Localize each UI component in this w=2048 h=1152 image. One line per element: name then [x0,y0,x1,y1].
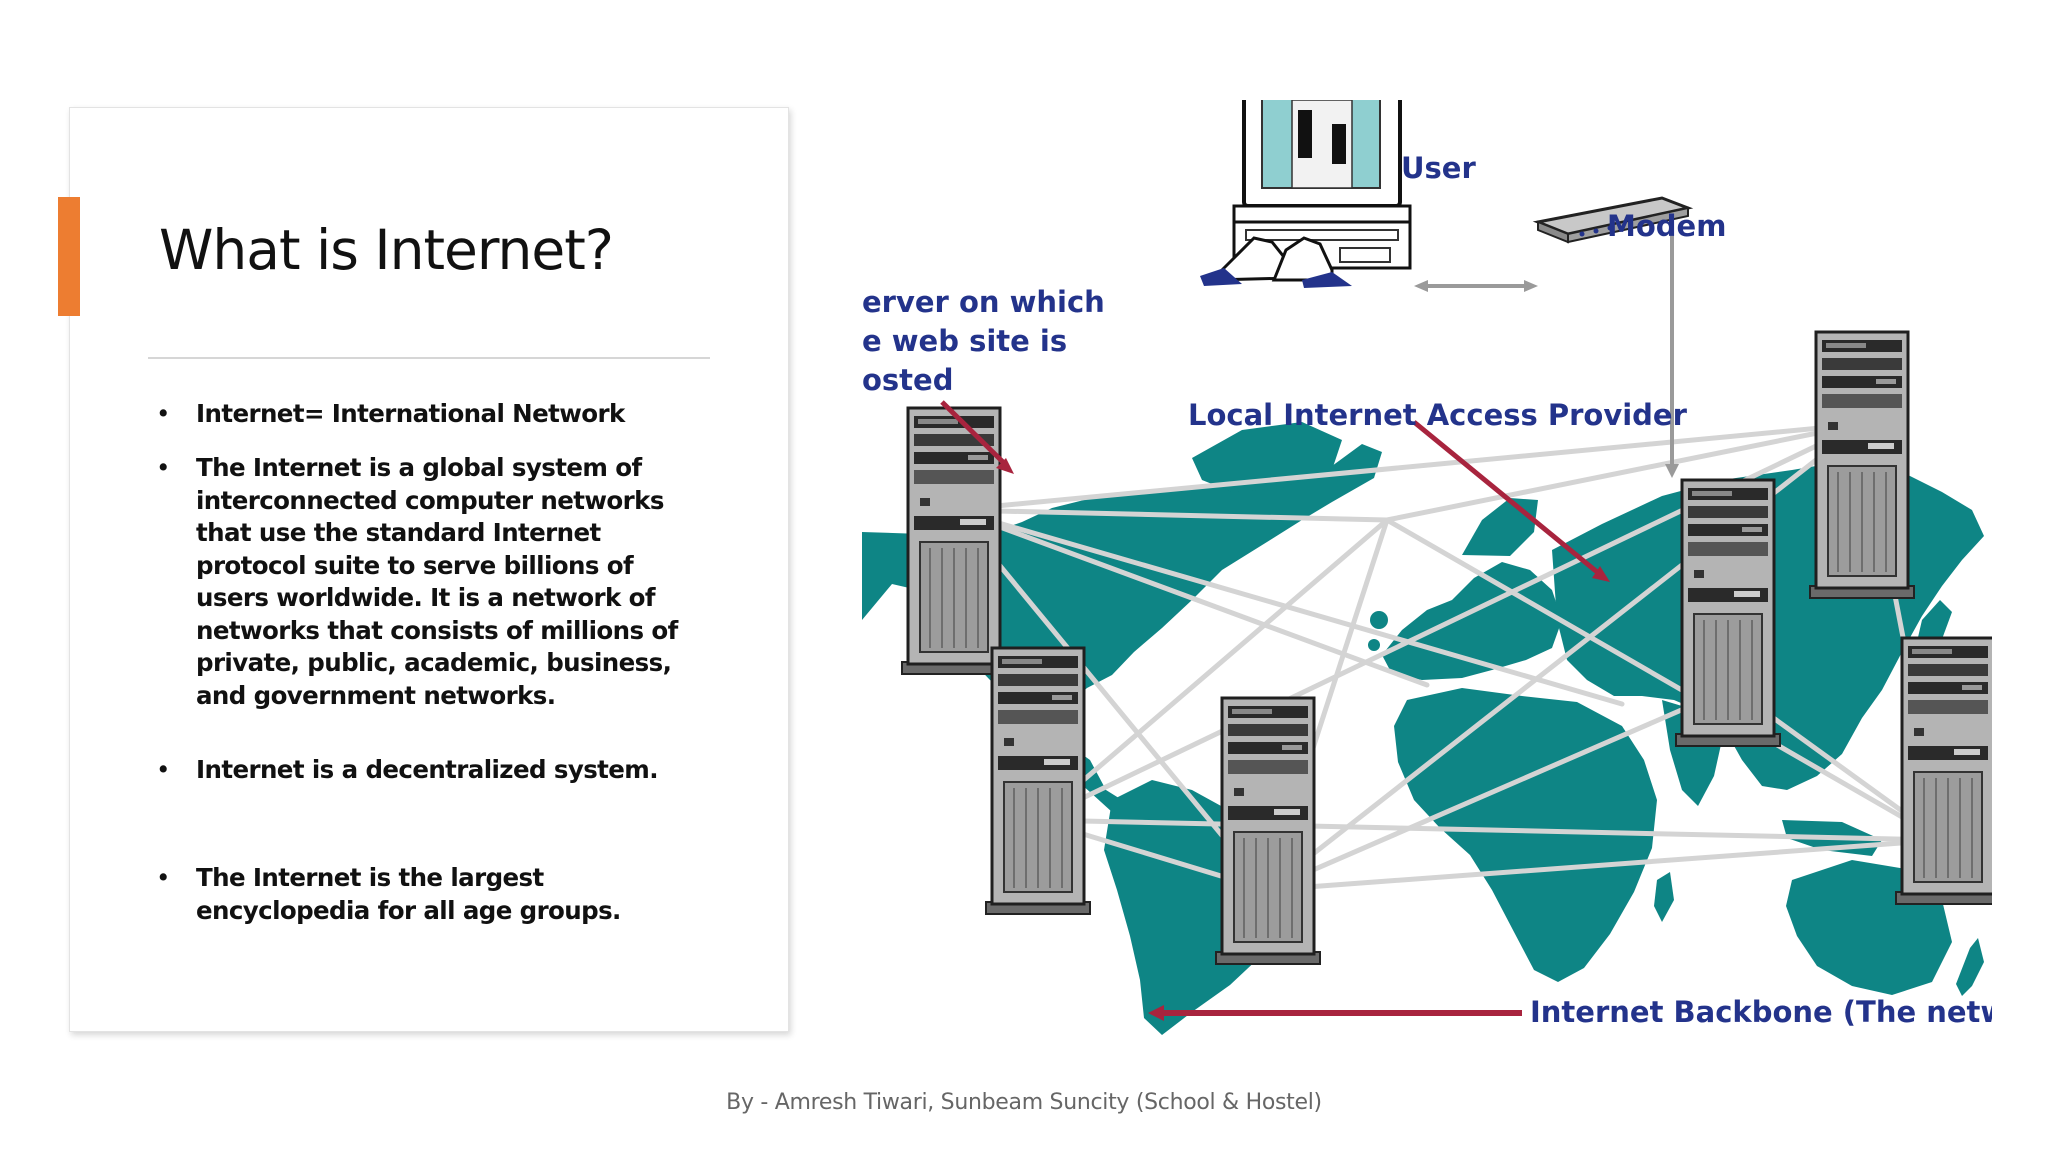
slide-title: What is Internet? [159,218,614,282]
title-divider [148,357,710,359]
server-icon [1674,478,1782,748]
bullet-text: The Internet is a global system of inter… [196,453,678,710]
bullet-text: Internet= International Network [196,399,625,428]
pointer-arrows [940,400,1610,1021]
server-icon [1808,330,1916,600]
connection-arrows [1414,220,1679,478]
access-provider-label: Local Internet Access Provider [1188,398,1688,432]
modem-label: Modem [1607,209,1726,243]
bullet-dot-icon: • [156,755,170,784]
server-label-line2: e web site is [862,324,1067,358]
user-label: User [1401,151,1476,185]
internet-diagram: User Modem erver on which e web site is … [862,100,1992,1040]
content-card [69,107,789,1032]
bullet-dot-icon: • [156,453,170,482]
bullet-item: • Internet is a decentralized system. [150,754,710,787]
bullet-dot-icon: • [156,863,170,892]
server-icon [1214,696,1322,966]
server-icon [984,646,1092,916]
bullet-text: Internet is a decentralized system. [196,755,659,784]
bullet-item: • Internet= International Network [150,398,710,431]
modem-icon [1532,196,1694,244]
accent-bar [58,197,80,316]
server-label-line1: erver on which [862,285,1105,319]
user-computer-icon [1200,100,1412,288]
bullet-item: • The Internet is a global system of inte… [150,452,710,712]
server-label-line3: osted [862,363,953,397]
server-icon [1894,636,1992,906]
slide-footer: By - Amresh Tiwari, Sunbeam Suncity (Sch… [726,1090,1322,1115]
bullet-text: The Internet is the largest encyclopedia… [196,863,621,925]
bullet-dot-icon: • [156,399,170,428]
backbone-label: Internet Backbone (The network [1530,995,1992,1029]
bullet-item: • The Internet is the largest encyclopedi… [150,862,710,927]
